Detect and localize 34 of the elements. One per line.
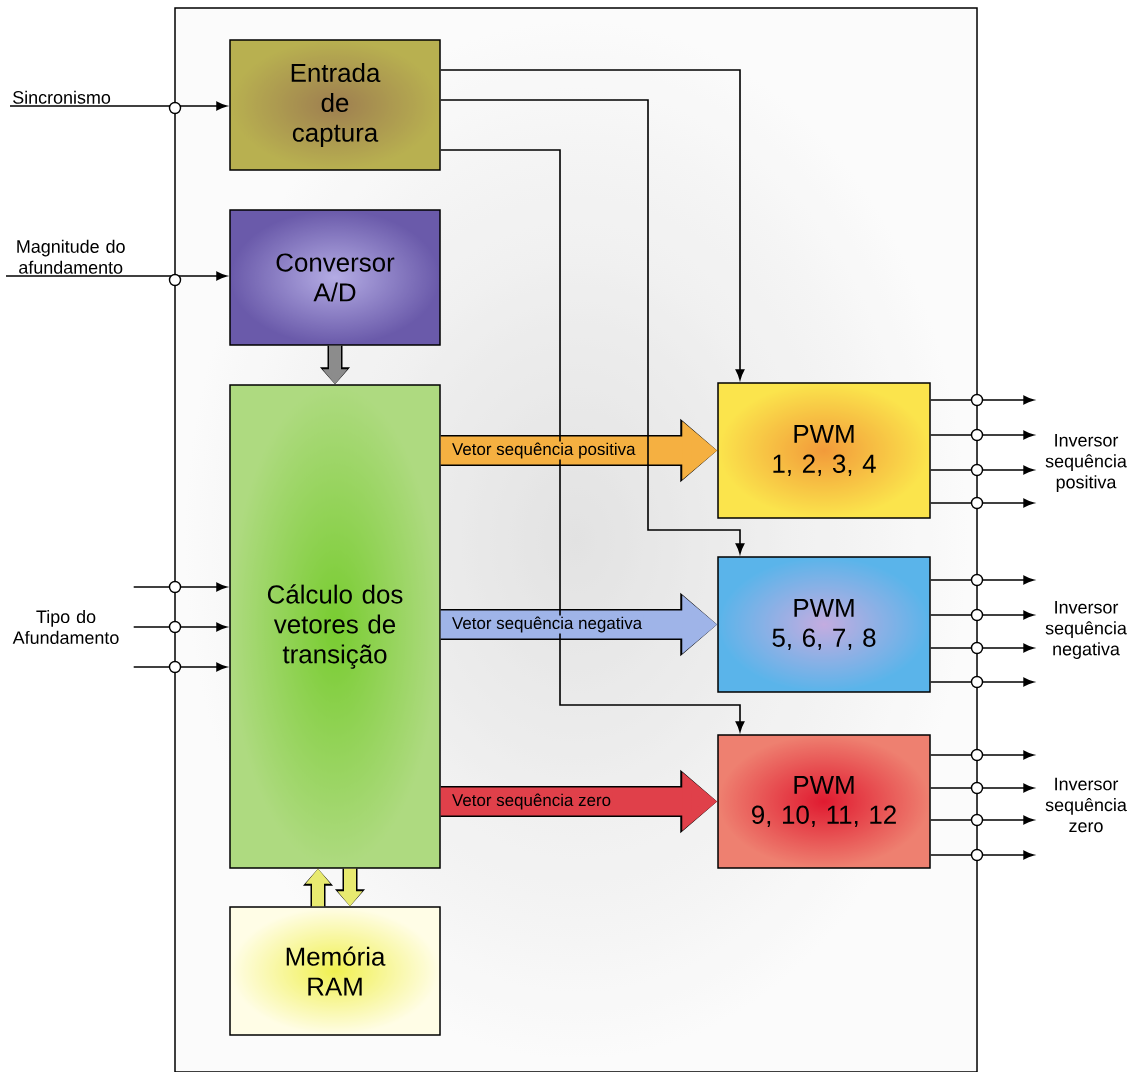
arrow	[929, 677, 1034, 687]
signal-label: Tipo do Afundamento	[12, 609, 119, 645]
process-box: Entrada de captura	[229, 39, 441, 171]
process-box: PWM 1, 2, 3, 4	[717, 382, 931, 519]
signal-label: Inversor sequência zero	[1045, 777, 1127, 833]
chip-box	[174, 7, 978, 1072]
signal-label: Magnitude do afundamento	[17, 239, 125, 274]
signal-label: Inversor sequência positiva	[1045, 434, 1127, 492]
process-box: PWM 9, 10, 11, 12	[717, 734, 931, 869]
arrow	[929, 750, 1034, 760]
arrow	[929, 643, 1034, 653]
process-box: Cálculo dos vetores de transição	[229, 384, 441, 869]
arrow	[929, 465, 1034, 475]
arrow	[929, 575, 1034, 585]
arrow	[439, 149, 745, 732]
arrow	[9, 101, 227, 111]
arrow	[929, 850, 1034, 860]
arrow	[132, 622, 227, 632]
process-box: Memória RAM	[229, 906, 441, 1036]
signal-label: Inversor sequência negativa	[1045, 601, 1127, 659]
arrow	[929, 815, 1034, 825]
arrow	[929, 395, 1034, 405]
arrow	[929, 430, 1034, 440]
arrow	[439, 99, 745, 554]
process-box: PWM 5, 6, 7, 8	[717, 556, 931, 693]
process-box: Conversor A/D	[229, 209, 441, 346]
arrow	[929, 783, 1034, 793]
arrow	[439, 69, 745, 380]
arrow	[132, 662, 227, 672]
arrow	[929, 498, 1034, 508]
arrow	[929, 610, 1034, 620]
arrow	[5, 271, 227, 281]
arrow	[132, 582, 227, 592]
signal-label: Sincronismo	[13, 90, 111, 104]
